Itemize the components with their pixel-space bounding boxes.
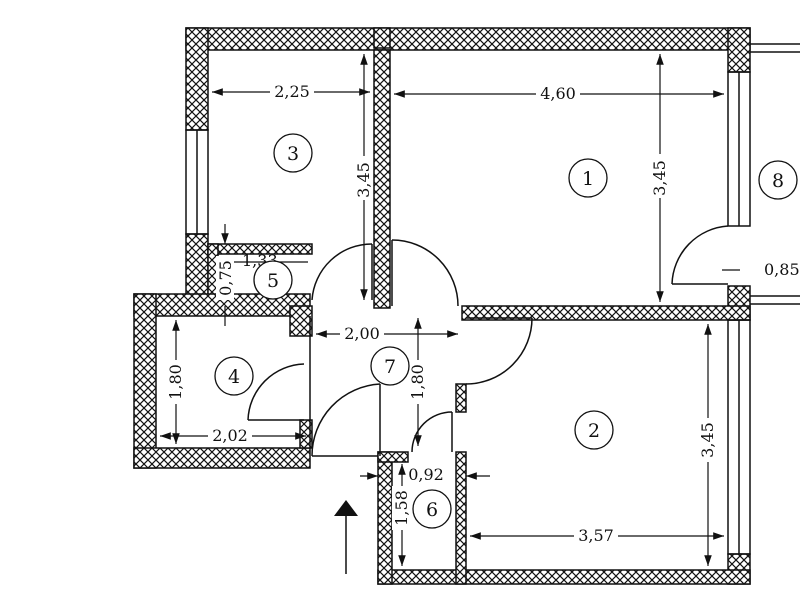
dimension-texts: 2,25 4,60 3,45 3,45 1,33 0,75 2,00 1,80 … (166, 82, 800, 545)
wall-right-top (727, 27, 751, 73)
doors (247, 225, 729, 457)
svg-text:2: 2 (588, 420, 600, 442)
room-6-label: 6 (412, 489, 452, 529)
wall-partition-3-1 (373, 49, 391, 309)
dim-room2-width: 3,57 (578, 526, 614, 545)
wall-2-left-stub (455, 383, 467, 413)
room-labels: 1 2 3 4 5 6 7 8 (214, 133, 798, 529)
svg-text:7: 7 (384, 356, 396, 378)
dim-hall-width: 2,00 (344, 324, 380, 343)
dim-hall-height: 1,80 (408, 364, 427, 400)
dim-room2-height: 3,45 (698, 422, 717, 458)
svg-text:3: 3 (287, 143, 299, 165)
windows (185, 43, 800, 555)
door-swing-balcony (671, 225, 729, 285)
wall-1-2 (461, 305, 751, 321)
door-swing-room3 (311, 243, 373, 301)
wall-4-left (133, 293, 157, 469)
room-5-label: 5 (253, 260, 293, 300)
dim-room6-width: 0,92 (408, 465, 444, 484)
dim-room3-width: 2,25 (274, 82, 310, 101)
door-swing-entrance (311, 383, 381, 457)
up-arrow-icon (334, 500, 358, 574)
door-swing-room4 (247, 363, 305, 421)
dim-room6-height: 1,58 (392, 490, 411, 526)
door-swing-room2 (465, 317, 533, 385)
wall-6-2 (455, 451, 467, 585)
wall-room6-top (377, 451, 409, 463)
door-swing-room6 (411, 411, 453, 453)
svg-text:8: 8 (772, 170, 784, 192)
room-3-label: 3 (273, 133, 313, 173)
walls (133, 27, 751, 585)
dim-room3-height: 3,45 (354, 162, 373, 198)
dim-door-balcony: 0,85 (764, 260, 800, 279)
wall-bottom (377, 569, 751, 585)
wall-top (185, 27, 751, 51)
room-4-label: 4 (214, 356, 254, 396)
dim-room1-width: 4,60 (540, 84, 576, 103)
room-2-label: 2 (574, 410, 614, 450)
wall-room6-left (377, 451, 393, 585)
room-8-label: 8 (758, 160, 798, 200)
svg-text:1: 1 (582, 168, 594, 190)
svg-text:5: 5 (267, 270, 279, 292)
svg-text:4: 4 (228, 366, 240, 388)
dim-room5-height: 0,75 (216, 260, 235, 296)
room-1-label: 1 (568, 158, 608, 198)
wall-4-bottom (133, 447, 311, 469)
dim-room1-height: 3,45 (650, 160, 669, 196)
wall-partition-3-1-top (373, 27, 391, 49)
room-7-label: 7 (370, 346, 410, 386)
svg-text:6: 6 (426, 499, 438, 521)
door-swing-room1 (391, 239, 459, 307)
wall-4-right-jamb (289, 305, 313, 337)
dim-room4-width: 2,02 (212, 426, 248, 445)
wall-left-upper (185, 27, 209, 131)
dim-room4-height: 1,80 (166, 364, 185, 400)
